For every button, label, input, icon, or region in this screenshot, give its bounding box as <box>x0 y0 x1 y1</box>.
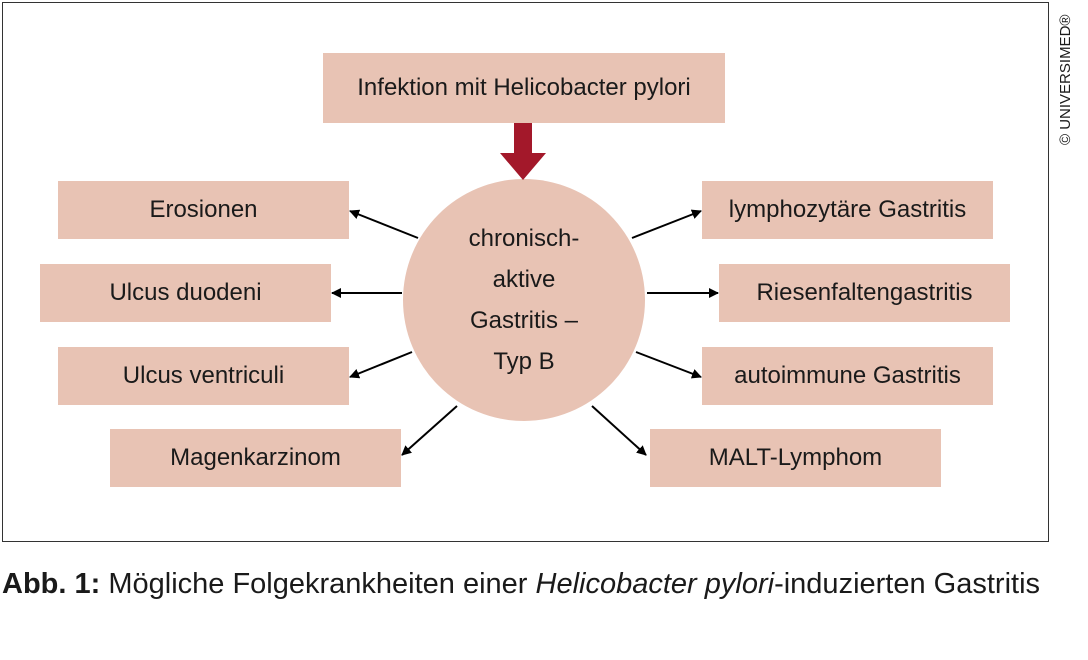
right-box-riesenfaltengastritis: Riesenfaltengastritis <box>719 264 1010 322</box>
left-box-magenkarzinom: Magenkarzinom <box>110 429 401 487</box>
arrow-to-erosionen <box>349 209 419 239</box>
center-line: Gastritis – <box>469 307 579 334</box>
arrow-to-malt-lymphom <box>591 405 647 456</box>
arrow-to-magenkarzinom <box>401 405 458 456</box>
left-box-ulcus-ventriculi: Ulcus ventriculi <box>58 347 349 405</box>
left-box-ulcus-duodeni: Ulcus duodeni <box>40 264 331 322</box>
caption-italic: Helicobacter pylori <box>535 568 775 600</box>
center-line: aktive <box>492 266 556 293</box>
copyright-notice: © UNIVERSIMED® <box>1057 14 1074 145</box>
right-box-malt-lymphom: MALT-Lymphom <box>650 429 941 487</box>
left-box-erosionen: Erosionen <box>58 181 349 239</box>
caption-text: Mögliche Folgekrankheiten einer <box>100 568 536 600</box>
caption-text-end: -induzierten Gastritis <box>774 568 1041 600</box>
caption-label: Abb. 1: <box>2 568 101 600</box>
main-arrow-down <box>500 123 546 180</box>
center-line: chronisch- <box>468 225 580 252</box>
right-box-lymphozytaere-gastritis: lymphozytäre Gastritis <box>702 181 993 239</box>
arrow-to-lymphozytaere-gastritis <box>631 209 702 239</box>
right-box-autoimmune-gastritis: autoimmune Gastritis <box>702 347 993 405</box>
arrow-to-autoimmune-gastritis <box>635 351 702 379</box>
center-line: Typ B <box>493 348 555 375</box>
center-circle-chronische-gastritis: chronisch- aktive Gastritis – Typ B <box>403 179 645 421</box>
top-box-infection: Infektion mit Helicobacter pylori <box>323 53 725 123</box>
diagram-frame <box>2 2 1049 542</box>
figure-caption: Abb. 1: Mögliche Folgekrankheiten einer … <box>2 560 1082 608</box>
arrow-to-ulcus-ventriculi <box>349 351 413 379</box>
